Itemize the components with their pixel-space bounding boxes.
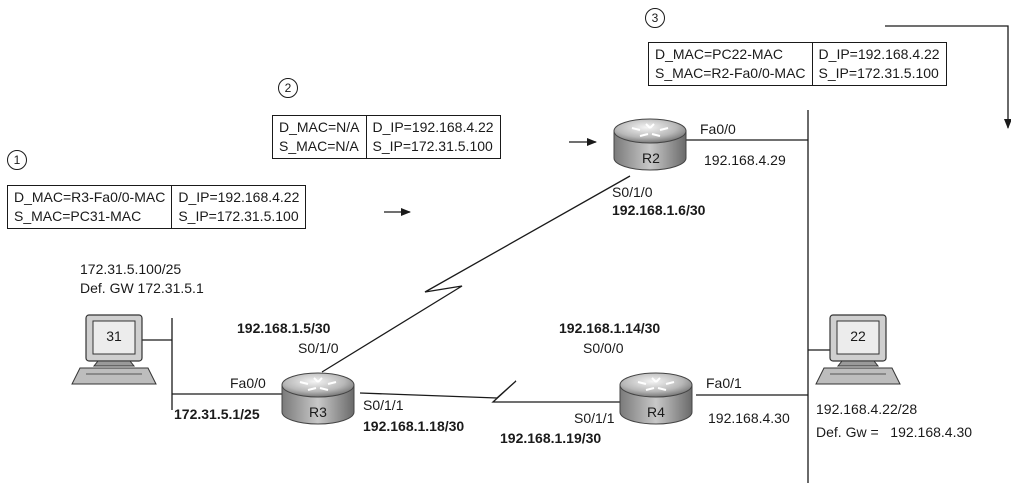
serial-link-r3-r4: [359, 380, 622, 403]
frame-1-mac-cell: D_MAC=R3-Fa0/0-MAC S_MAC=PC31-MAC: [8, 186, 171, 228]
frame-3-mac-cell: D_MAC=PC22-MAC S_MAC=R2-Fa0/0-MAC: [649, 43, 812, 85]
router-r4-name: R4: [647, 404, 665, 420]
r4-fa01-label: Fa0/1: [706, 375, 742, 391]
router-r3-name: R3: [309, 404, 327, 420]
step-2-marker: 2: [278, 78, 298, 98]
serial-link-r3-r2: [321, 175, 631, 373]
frame-3-dest-mac: D_MAC=PC22-MAC: [655, 46, 783, 62]
pc-22-gateway: Def. Gw = 192.168.4.30: [816, 424, 973, 440]
router-r4-icon: [619, 372, 693, 425]
r2-s010-label: S0/1/0: [612, 184, 653, 200]
r2-fa00-ip: 192.168.4.29: [704, 152, 786, 168]
pc-22-ip: 192.168.4.22/28: [816, 401, 918, 417]
frame-2-ip-cell: D_IP=192.168.4.22 S_IP=172.31.5.100: [365, 116, 500, 158]
pc-31-name: 31: [106, 328, 122, 344]
frame-header-step-3: D_MAC=PC22-MAC S_MAC=R2-Fa0/0-MAC D_IP=1…: [648, 42, 947, 86]
router-r2-name: R2: [642, 150, 660, 166]
frame-2-src-mac: S_MAC=N/A: [279, 138, 359, 154]
step-1-marker: 1: [7, 150, 27, 170]
frame-3-ip-cell: D_IP=192.168.4.22 S_IP=172.31.5.100: [811, 43, 946, 85]
frame-3-src-ip: S_IP=172.31.5.100: [818, 65, 939, 81]
r2-s010-ip: 192.168.1.6/30: [612, 202, 706, 218]
pc-22-icon: [815, 314, 901, 385]
lan-right: [684, 110, 830, 483]
pc-31-icon: [71, 314, 157, 385]
lan-left: [142, 318, 290, 410]
pc-31-gateway: Def. GW 172.31.5.1: [80, 280, 204, 296]
r4-s011-ip: 192.168.1.19/30: [500, 430, 602, 446]
r3-s011-ip: 192.168.1.18/30: [363, 418, 465, 434]
pc-31-ip: 172.31.5.100/25: [80, 261, 182, 277]
frame-header-step-2: D_MAC=N/A S_MAC=N/A D_IP=192.168.4.22 S_…: [272, 115, 501, 159]
r4-fa01-ip: 192.168.4.30: [708, 410, 790, 426]
r4-s000-label: S0/0/0: [583, 340, 624, 356]
frame-1-src-mac: S_MAC=PC31-MAC: [14, 208, 142, 224]
frame-3-src-mac: S_MAC=R2-Fa0/0-MAC: [655, 65, 806, 81]
frame-2-dest-ip: D_IP=192.168.4.22: [372, 119, 494, 135]
r4-s011-label: S0/1/1: [574, 410, 615, 426]
arrow-step-3: [885, 25, 1011, 129]
frame-header-step-1: D_MAC=R3-Fa0/0-MAC S_MAC=PC31-MAC D_IP=1…: [7, 185, 307, 229]
r3-fa00-label: Fa0/0: [230, 375, 266, 391]
frame-1-src-ip: S_IP=172.31.5.100: [178, 208, 299, 224]
frame-1-ip-cell: D_IP=192.168.4.22 S_IP=172.31.5.100: [171, 186, 305, 228]
pc-22-name: 22: [850, 328, 866, 344]
frame-2-dest-mac: D_MAC=N/A: [279, 119, 360, 135]
router-r2-icon: [613, 118, 687, 171]
r3-fa00-ip: 172.31.5.1/25: [174, 406, 260, 422]
frame-1-dest-ip: D_IP=192.168.4.22: [178, 189, 300, 205]
r2-fa00-label: Fa0/0: [700, 121, 736, 137]
frame-3-dest-ip: D_IP=192.168.4.22: [818, 46, 940, 62]
r3-s010-ip: 192.168.1.5/30: [237, 320, 331, 336]
r4-s000-ip: 192.168.1.14/30: [559, 320, 661, 336]
step-3-marker: 3: [645, 8, 665, 28]
frame-1-dest-mac: D_MAC=R3-Fa0/0-MAC: [14, 189, 166, 205]
r3-s010-label: S0/1/0: [298, 340, 339, 356]
frame-2-src-ip: S_IP=172.31.5.100: [372, 138, 493, 154]
frame-2-mac-cell: D_MAC=N/A S_MAC=N/A: [273, 116, 366, 158]
r3-s011-label: S0/1/1: [363, 397, 404, 413]
router-r3-icon: [281, 372, 355, 425]
